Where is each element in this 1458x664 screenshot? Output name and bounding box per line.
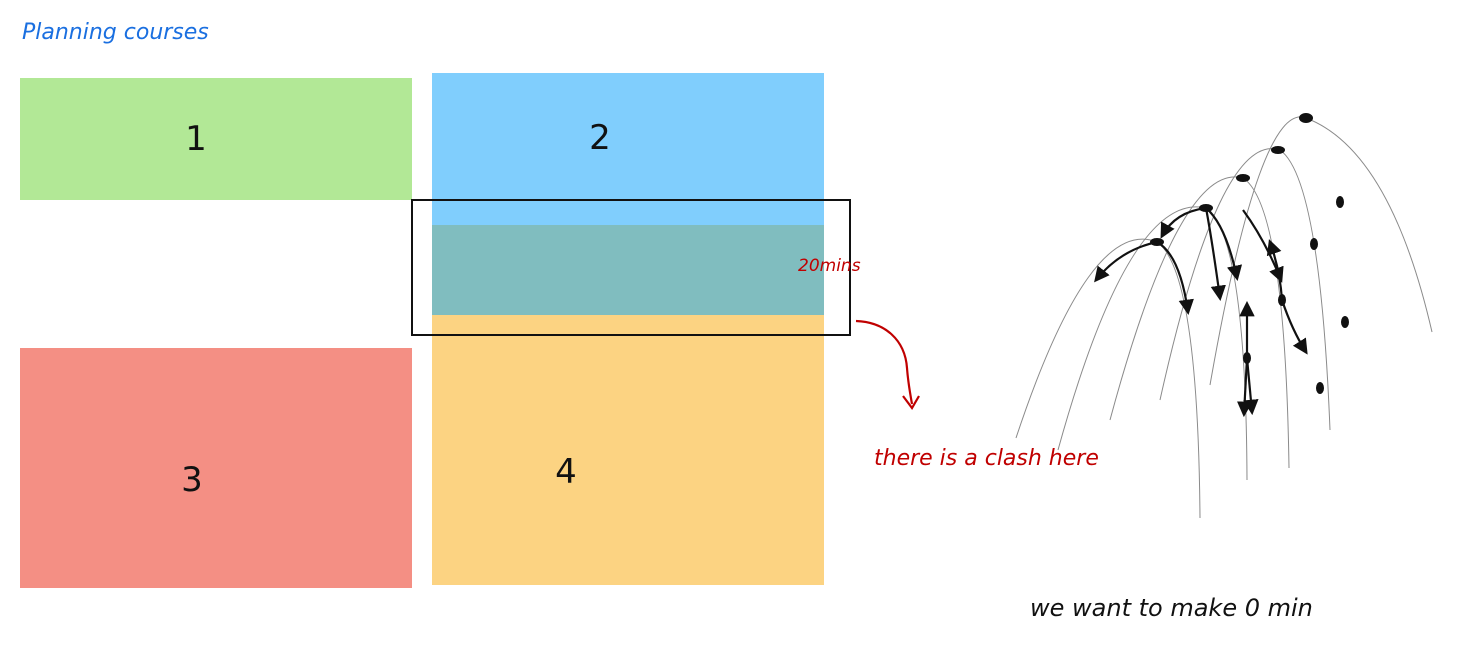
page-title: Planning courses xyxy=(22,20,209,45)
overlap-region xyxy=(432,225,824,315)
clash-arrow xyxy=(855,319,914,405)
course-label-2: 2 xyxy=(589,118,611,158)
clash-annotation: there is a clash here xyxy=(874,446,1099,471)
course-label-4: 4 xyxy=(555,452,577,492)
goal-annotation: we want to make 0 min xyxy=(1030,594,1313,622)
clash-arrow-head xyxy=(902,395,920,410)
course-label-3: 3 xyxy=(181,460,203,500)
duration-annotation: 20mins xyxy=(798,256,861,276)
course-label-1: 1 xyxy=(185,119,207,159)
trajectory-arrows xyxy=(1094,206,1308,418)
course-block-4 xyxy=(432,315,824,585)
course-block-1 xyxy=(20,78,412,200)
trajectory-dots xyxy=(1150,113,1349,394)
clash-highlight-box xyxy=(411,199,851,336)
course-block-3 xyxy=(20,348,412,588)
